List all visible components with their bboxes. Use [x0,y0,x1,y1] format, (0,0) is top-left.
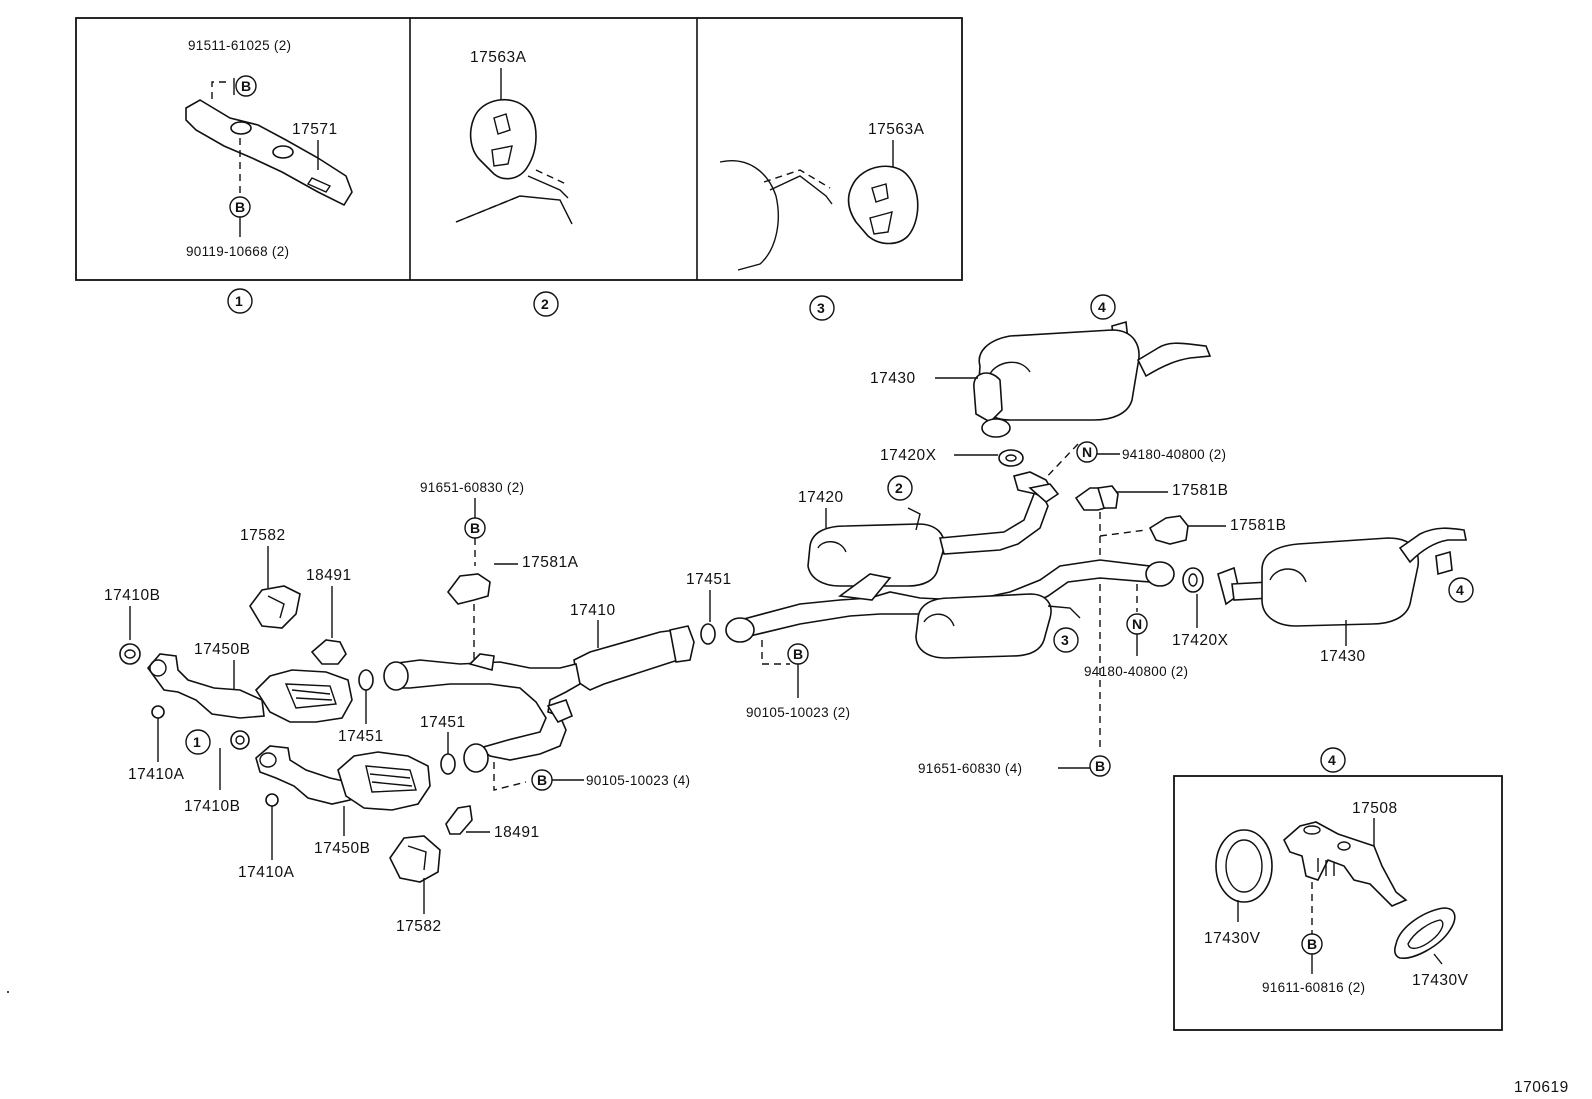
callout-4-inset: 4 [1328,752,1336,768]
rubber-hanger-17563a [469,99,537,180]
inset-1: 91511-61025 (2) B 17571 B 90119-10668 (2… [185,38,353,259]
cushion-ring-left [1215,829,1273,903]
inset-2: 17563A [455,49,573,225]
label-17430v-left: 17430V [1204,930,1261,947]
svg-text:B: B [1095,758,1105,774]
label-17430-bottom: 17430 [1320,648,1366,665]
label-17420: 17420 [798,489,844,506]
label-17451-c: 17451 [686,571,732,588]
label-17582-top: 17582 [240,527,286,544]
muffler-17430-top: 4 17430 [870,294,1212,438]
rubber-hanger-17563a-b [847,165,919,245]
catalytic-17450b-bottom: 1 17410B 17451 17450B 17410A [184,714,466,881]
label-17571: 17571 [292,121,338,138]
label-17450b-bottom: 17450B [314,840,370,857]
callout-1-main: 1 [193,734,201,750]
svg-text:B: B [235,199,245,215]
catalytic-17450b-top: 17410B 17450B 17451 17410A [104,587,384,783]
label-91511-61025: 91511-61025 (2) [188,38,291,53]
label-17420x-bottom: 17420X [1172,632,1229,649]
nut-94180-bottom: N 94180-40800 (2) [1084,584,1188,679]
hanger-17581a: 91651-60830 (2) B 17581A [420,480,579,660]
svg-text:N: N [1082,444,1092,460]
svg-text:B: B [470,520,480,536]
label-17430v-right: 17430V [1412,972,1469,989]
label-17410b-top: 17410B [104,587,160,604]
bolt-90105-mid: B 90105-10023 (2) [746,640,850,720]
front-pipe-17410: 17451 17410 [383,571,732,773]
heat-shield-17582-bottom: 18491 17582 B 90105-10023 (4) [389,762,690,935]
label-17410a-bottom: 17410A [238,864,295,881]
svg-text:N: N [1132,616,1142,632]
bolt-b-marker [235,75,257,97]
label-17581b-1: 17581B [1172,482,1228,499]
label-17581b-2: 17581B [1230,517,1286,534]
label-91651-60830-bottom: 91651-60830 (4) [918,761,1022,776]
svg-text:B: B [241,78,251,94]
callout-2: 2 [541,296,549,312]
support-17508 [1283,821,1408,907]
callout-1: 1 [235,293,243,309]
callout-4-right: 4 [1456,582,1464,598]
hanger-17581b: 17581B 17581B [1074,482,1286,750]
diagram-id: 170619 [1514,1079,1569,1096]
label-17581a: 17581A [522,554,579,571]
label-17563a-inset2: 17563A [470,49,527,66]
label-17410a-top: 17410A [128,766,185,783]
gasket-17420x-top: 17420X N 94180-40800 (2) [880,441,1226,485]
inset-3: 17563A [719,121,925,271]
label-18491-bottom: 18491 [494,824,540,841]
label-17563a-inset3: 17563A [868,121,925,138]
label-17430-top: 17430 [870,370,916,387]
inset-frame-top [75,17,963,281]
callout-3-main: 3 [1061,632,1069,648]
label-17582-bottom: 17582 [396,918,442,935]
center-pipe-17420: 2 17420 3 [725,471,1175,659]
label-90119-10668: 90119-10668 (2) [186,244,289,259]
svg-text:B: B [793,646,803,662]
inset-panels-top [75,17,963,281]
inset-4: 4 17508 17430V B 91611-60816 (2) 17430V [1173,747,1503,1031]
label-17450b-top: 17450B [194,641,250,658]
muffler-17430-right: 4 17430 17420X [1172,527,1474,665]
cushion-ring-right [1394,907,1456,959]
heat-shield-17582-top: 17582 18491 [240,527,352,665]
label-18491-top: 18491 [306,567,352,584]
stray-dot [7,991,9,993]
callout-4-top: 4 [1098,299,1106,315]
label-90105-10023-bottom: 90105-10023 (4) [586,773,690,788]
callout-3: 3 [817,300,825,316]
bolt-91651-bottom: B 91651-60830 (4) [918,755,1111,777]
label-91651-60830-top: 91651-60830 (2) [420,480,524,495]
callout-2-main: 2 [895,480,903,496]
label-91611-60816: 91611-60816 (2) [1262,980,1365,995]
svg-text:B: B [1307,936,1317,952]
label-17410b-bottom: 17410B [184,798,240,815]
inset-frame-4 [1173,775,1503,1031]
label-17451-a: 17451 [338,728,384,745]
label-17451-b: 17451 [420,714,466,731]
label-94180-40800-bottom: 94180-40800 (2) [1084,664,1188,679]
label-90105-10023-mid: 90105-10023 (2) [746,705,850,720]
label-94180-40800-top: 94180-40800 (2) [1122,447,1226,462]
inset-callouts: 1 2 3 [227,288,835,321]
label-17420x-top: 17420X [880,447,937,464]
svg-text:B: B [537,772,547,788]
label-17508: 17508 [1352,800,1398,817]
label-17410: 17410 [570,602,616,619]
